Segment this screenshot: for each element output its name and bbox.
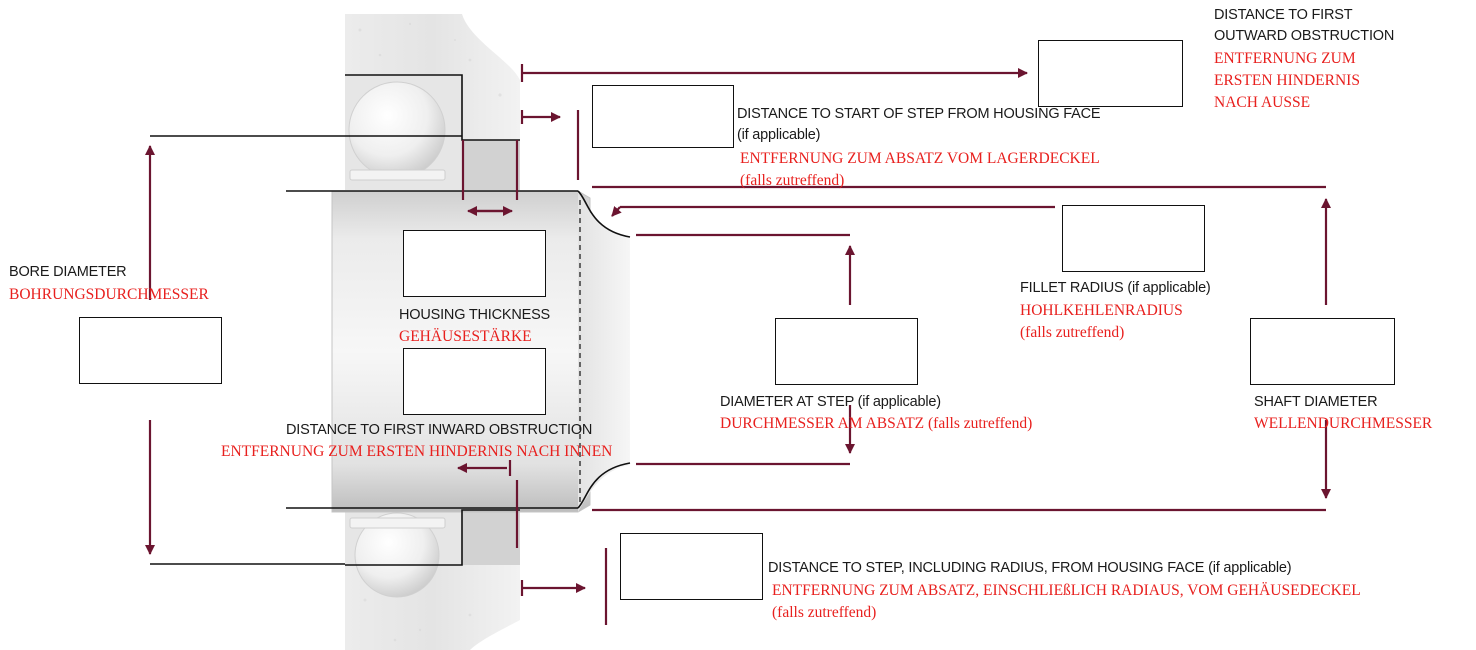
step-incl-radius-input-box[interactable] xyxy=(620,533,763,600)
outward-obstruction-label-de-2: ERSTEN HINDERNIS xyxy=(1214,72,1360,89)
step-incl-radius-label-en: DISTANCE TO STEP, INCLUDING RADIUS, FROM… xyxy=(768,560,1292,576)
fillet-radius-label-en: FILLET RADIUS (if applicable) xyxy=(1020,280,1211,296)
step-from-face-label-de-2: (falls zutreffend) xyxy=(740,172,845,189)
housing-thickness-input-box-bottom[interactable] xyxy=(403,348,546,415)
fillet-radius-input-box[interactable] xyxy=(1062,205,1205,272)
outward-obstruction-label-de-3: NACH AUSSE xyxy=(1214,94,1311,111)
outward-obstruction-input-box[interactable] xyxy=(1038,40,1183,107)
shaft-step xyxy=(578,191,630,512)
housing-shoulder-top xyxy=(462,140,520,190)
step-incl-radius-label-de-2: (falls zutreffend) xyxy=(772,604,877,621)
bearing-cage-bottom xyxy=(349,517,446,529)
step-from-face-label-de-1: ENTFERNUNG ZUM ABSATZ VOM LAGERDECKEL xyxy=(740,150,1100,167)
bearing-cage-top xyxy=(349,169,446,181)
shaft-diameter-input-box[interactable] xyxy=(1250,318,1395,385)
housing-shoulder-bottom xyxy=(462,510,520,565)
diameter-at-step-label-de: DURCHMESSER AM ABSATZ (falls zutreffend) xyxy=(720,415,1033,432)
diameter-at-step-input-box[interactable] xyxy=(775,318,918,385)
step-from-face-label-en-2: (if applicable) xyxy=(737,127,821,143)
bore-diameter-label-en: BORE DIAMETER xyxy=(9,264,127,280)
inward-obstruction-label-de: ENTFERNUNG ZUM ERSTEN HINDERNIS NACH INN… xyxy=(221,443,613,460)
bore-diameter-label-de: BOHRUNGSDURCHMESSER xyxy=(9,286,209,303)
bearing-ball-bottom xyxy=(354,512,440,598)
shaft-diameter-label-de: WELLENDURCHMESSER xyxy=(1254,415,1433,432)
bore-diameter-input-box[interactable] xyxy=(79,317,222,384)
step-from-face-input-box[interactable] xyxy=(592,85,734,148)
housing-thickness-label-de: GEHÄUSESTÄRKE xyxy=(399,328,532,345)
inward-obstruction-label-en: DISTANCE TO FIRST INWARD OBSTRUCTION xyxy=(286,422,593,438)
outward-obstruction-label-de-1: ENTFERNUNG ZUM xyxy=(1214,50,1356,67)
housing-thickness-input-box-top[interactable] xyxy=(403,230,546,297)
bearing-ball-top xyxy=(348,81,446,179)
fillet-radius-label-de-2: (falls zutreffend) xyxy=(1020,324,1125,341)
housing-thickness-label-en: HOUSING THICKNESS xyxy=(399,307,551,323)
step-incl-radius-label-de-1: ENTFERNUNG ZUM ABSATZ, EINSCHLIEßLICH RA… xyxy=(772,582,1361,599)
diameter-at-step-label-en: DIAMETER AT STEP (if applicable) xyxy=(720,394,941,410)
fillet-radius-label-de-1: HOHLKEHLENRADIUS xyxy=(1020,302,1183,319)
outward-obstruction-label-en-1: DISTANCE TO FIRST xyxy=(1214,7,1353,23)
shaft-diameter-label-en: SHAFT DIAMETER xyxy=(1254,394,1378,410)
outward-obstruction-label-en-2: OUTWARD OBSTRUCTION xyxy=(1214,28,1395,44)
dimension-arrows xyxy=(145,64,1331,625)
step-from-face-label-en-1: DISTANCE TO START OF STEP FROM HOUSING F… xyxy=(737,106,1101,122)
outline-lines xyxy=(150,74,631,566)
